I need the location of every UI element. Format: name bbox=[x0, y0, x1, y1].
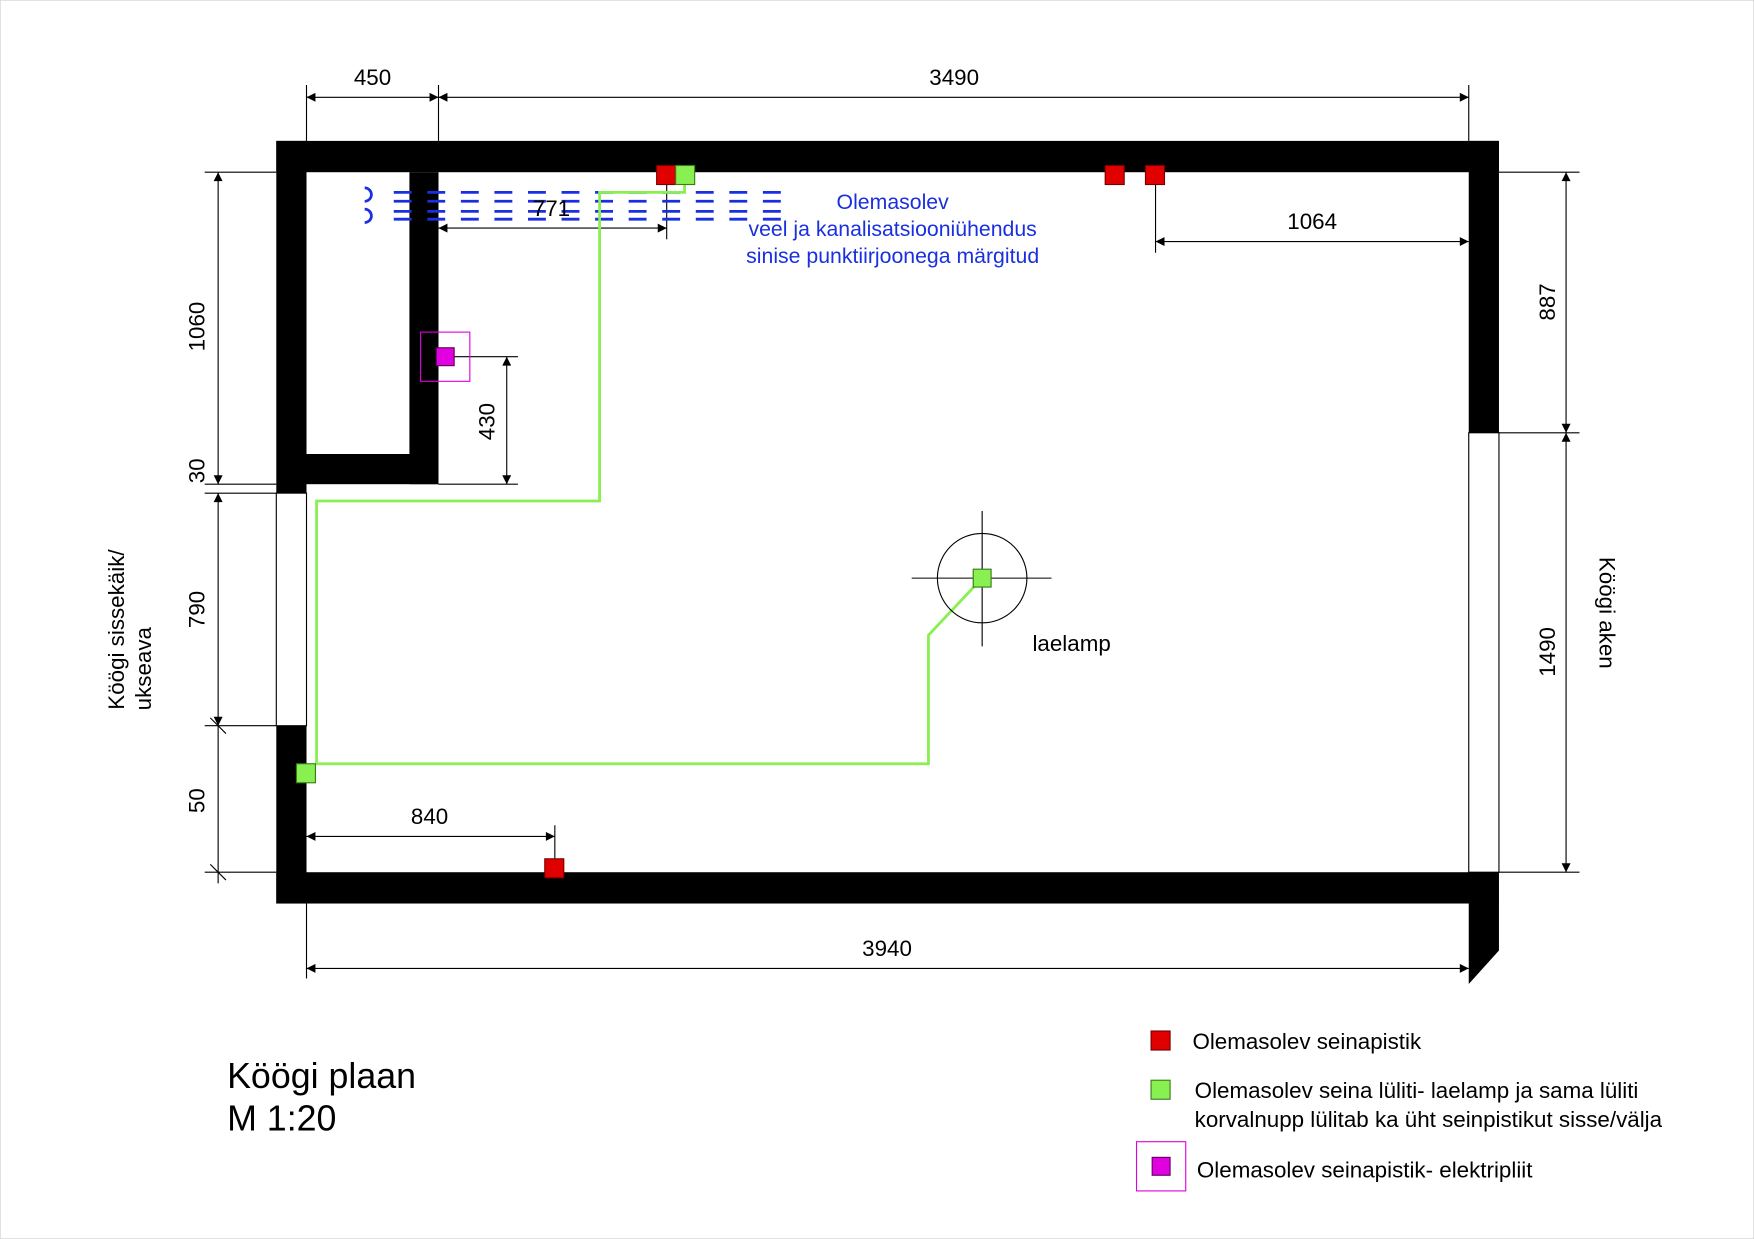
socket-marker bbox=[544, 858, 565, 879]
dim-50: 50 bbox=[185, 788, 210, 813]
water-note-1: Olemasolev bbox=[837, 190, 950, 214]
socket-marker bbox=[656, 164, 677, 186]
socket-marker bbox=[1104, 164, 1125, 186]
dim-3490: 3490 bbox=[929, 65, 979, 90]
legend-switch-icon bbox=[1150, 1079, 1171, 1100]
legend: Olemasolev seinapistik Olemasolev seina … bbox=[1135, 1029, 1663, 1192]
legend-socket-icon bbox=[1150, 1030, 1171, 1051]
stove-socket-marker bbox=[435, 347, 455, 367]
legend-stove-frame bbox=[1135, 1141, 1187, 1192]
dim-1490: 1490 bbox=[1535, 627, 1560, 677]
window-label: Köögi aken bbox=[1595, 557, 1620, 669]
dim-430: 430 bbox=[474, 403, 499, 440]
dim-840: 840 bbox=[411, 804, 448, 829]
water-note-2: veel ja kanalisatsiooniühendus bbox=[749, 217, 1037, 241]
legend-switch-text-2: korvalnupp lülitab ka üht seinpistikut s… bbox=[1195, 1107, 1663, 1132]
dimension-lines bbox=[204, 84, 1580, 979]
switch-marker bbox=[295, 763, 317, 784]
plan-title: Köögi plaan bbox=[227, 1056, 416, 1096]
entrance-label-2: ukseava bbox=[131, 627, 156, 711]
dim-1060: 1060 bbox=[185, 302, 210, 352]
legend-socket-text: Olemasolev seinapistik bbox=[1192, 1029, 1422, 1054]
legend-stove-text: Olemasolev seinapistik- elektripliit bbox=[1197, 1158, 1533, 1183]
water-note-3: sinise punktiirjoonega märgitud bbox=[746, 244, 1039, 268]
walls bbox=[276, 140, 1499, 985]
lamp-label: laelamp bbox=[1032, 631, 1110, 656]
dim-771: 771 bbox=[533, 196, 570, 221]
entrance-label-1: Köögi sissekäik/ bbox=[104, 549, 129, 710]
plan-scale: M 1:20 bbox=[227, 1099, 336, 1139]
dim-3940: 3940 bbox=[862, 936, 912, 961]
socket-marker bbox=[1144, 164, 1166, 186]
dim-790: 790 bbox=[185, 591, 210, 628]
legend-switch-text: Olemasolev seina lüliti- laelamp ja sama… bbox=[1195, 1078, 1639, 1103]
dim-30: 30 bbox=[185, 458, 210, 483]
stove-socket-frame bbox=[420, 331, 471, 382]
dim-1064: 1064 bbox=[1287, 209, 1337, 234]
dim-450: 450 bbox=[354, 65, 391, 90]
switch-wiring bbox=[315, 175, 984, 766]
window-frame bbox=[275, 432, 1500, 873]
lamp-switch-marker bbox=[972, 568, 992, 588]
switch-marker bbox=[675, 164, 696, 186]
water-connection-icon bbox=[364, 186, 373, 224]
dim-887: 887 bbox=[1535, 283, 1560, 320]
legend-stove-icon bbox=[1151, 1156, 1171, 1176]
